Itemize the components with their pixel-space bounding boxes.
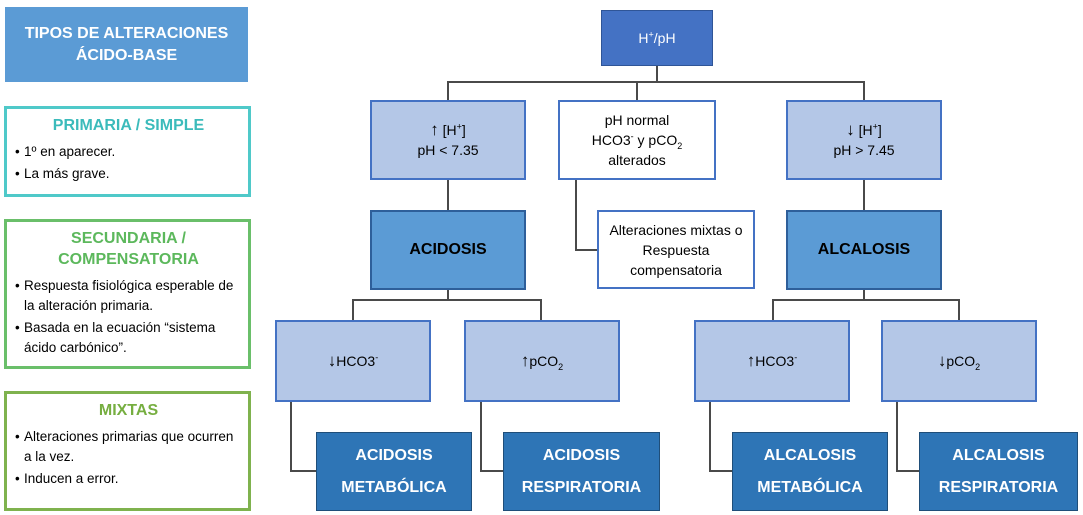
list-item: Respuesta fisiológica esperable de la al… [15, 276, 242, 316]
outcome-line1: ALCALOSIS [952, 446, 1045, 464]
leaf-condition-label: ↑pCO2 [520, 351, 564, 372]
title-line2: ÁCIDO-BASE [75, 46, 178, 64]
outcome-line1: ACIDOSIS [355, 446, 433, 464]
alcalosis-node: ALCALOSIS [786, 210, 942, 290]
outcome-line2: METABÓLICA [341, 478, 447, 496]
connector-leaf2 [480, 402, 503, 472]
outcome-line1: ALCALOSIS [763, 446, 857, 464]
connector-leaf3 [709, 402, 732, 472]
primaria-heading: PRIMARIA / SIMPLE [52, 117, 205, 134]
leaf-condition-node: ↓pCO2 [881, 320, 1037, 402]
secundaria-heading-line1: SECUNDARIA / [71, 230, 186, 247]
secundaria-heading-line2: COMPENSATORIA [58, 251, 199, 268]
acid-condition-line2: pH < 7.35 [417, 142, 479, 158]
outcome-line2: RESPIRATORIA [938, 478, 1059, 496]
acidosis-label: ACIDOSIS [409, 241, 487, 258]
mixtas-heading: MIXTAS [98, 402, 159, 419]
normal-line3: alterados [608, 152, 666, 168]
page-title: TIPOS DE ALTERACIONES ÁCIDO-BASE [5, 7, 248, 82]
alk-condition-line1: ↓ [H+] [846, 120, 882, 139]
outcome-line2: RESPIRATORIA [521, 478, 642, 496]
arrow-up-icon: ↑ [520, 351, 530, 370]
leaf-condition-label: ↓pCO2 [937, 351, 981, 372]
leaf-condition-label: ↑HCO3- [746, 351, 798, 370]
connector-leaf4 [896, 402, 919, 472]
normal-ph-node: pH normal HCO3- y pCO2 alterados [558, 100, 716, 180]
mixtas-card: MIXTAS Alteraciones primarias que ocurre… [4, 391, 251, 511]
secundaria-card: SECUNDARIA / COMPENSATORIA Respuesta fis… [4, 219, 251, 369]
connector-leaf1 [290, 402, 316, 472]
mixed-line1: Alteraciones mixtas o [609, 221, 743, 238]
outcome-line1: ACIDOSIS [542, 446, 621, 464]
connector-normal-mixed [575, 180, 597, 251]
alcalosis-label: ALCALOSIS [817, 241, 911, 258]
arrow-up-icon: ↑ [746, 351, 756, 370]
acid-condition-node: ↑ [H+] pH < 7.35 [370, 100, 526, 180]
list-item: 1º en aparecer. [15, 142, 242, 162]
list-item: Basada en la ecuación “sistema ácido car… [15, 318, 242, 358]
normal-line1: pH normal [604, 112, 670, 128]
mixed-node: Alteraciones mixtas o Respuesta compensa… [597, 210, 755, 289]
leaf-condition-node: ↓HCO3- [275, 320, 431, 402]
leaf-condition-node: ↑pCO2 [464, 320, 620, 402]
root-node: H+/pH [601, 10, 713, 66]
list-item: Inducen a error. [15, 469, 242, 489]
arrow-up-icon: ↑ [430, 120, 439, 139]
connector-root [447, 66, 865, 100]
arrow-down-icon: ↓ [327, 351, 337, 370]
leaf-condition-label: ↓HCO3- [327, 351, 379, 370]
outcome-node: ACIDOSIS RESPIRATORIA [503, 432, 660, 511]
acid-condition-line1: ↑ [H+] [430, 120, 466, 139]
outcome-node: ALCALOSIS METABÓLICA [732, 432, 888, 511]
outcome-line2: METABÓLICA [757, 478, 863, 496]
connector-acidosis-split [352, 290, 542, 320]
arrow-down-icon: ↓ [846, 120, 855, 139]
normal-line2: HCO3- y pCO2 [591, 131, 683, 151]
alk-condition-node: ↓ [H+] pH > 7.45 [786, 100, 942, 180]
alk-condition-line2: pH > 7.45 [833, 142, 895, 158]
mixed-line3: compensatoria [630, 261, 722, 278]
outcome-node: ACIDOSIS METABÓLICA [316, 432, 472, 511]
mixed-line2: Respuesta [642, 241, 710, 258]
secundaria-heading: SECUNDARIA / COMPENSATORIA [15, 228, 242, 270]
connector-alcalosis-split [772, 290, 960, 320]
primaria-card: PRIMARIA / SIMPLE 1º en aparecer. La más… [4, 106, 251, 197]
root-label: H+/pH [638, 29, 676, 46]
arrow-down-icon: ↓ [937, 351, 947, 370]
outcome-node: ALCALOSIS RESPIRATORIA [919, 432, 1078, 511]
acidosis-node: ACIDOSIS [370, 210, 526, 290]
list-item: La más grave. [15, 164, 242, 184]
title-line1: TIPOS DE ALTERACIONES [24, 24, 229, 42]
leaf-condition-node: ↑HCO3- [694, 320, 850, 402]
list-item: Alteraciones primarias que ocurren a la … [15, 427, 242, 467]
